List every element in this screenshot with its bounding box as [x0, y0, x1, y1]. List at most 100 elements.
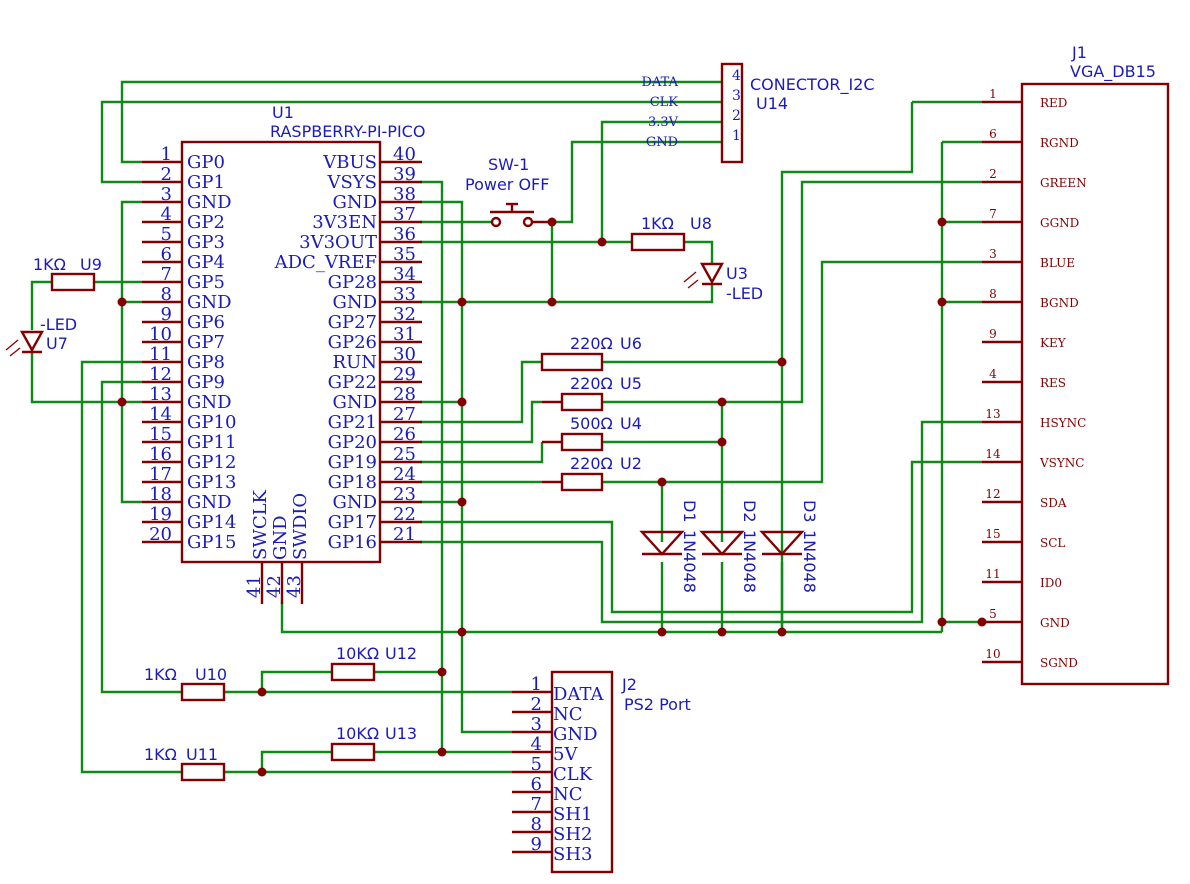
u5-designator: U5: [620, 374, 642, 393]
vga-designator: J1: [1071, 43, 1087, 62]
wire-u12: [260, 670, 332, 692]
pin-name: VBUS: [322, 152, 377, 173]
i2c-pin-number: 1: [732, 128, 741, 144]
pin-name: GP10: [187, 412, 236, 433]
resistor-u6: [540, 352, 604, 372]
diode-d3-triangle: [759, 530, 805, 556]
i2c-pin-label: 3.3V: [648, 115, 679, 130]
ps2-pin-label: SH2: [553, 824, 592, 845]
vga-pin-number: 7: [989, 207, 997, 221]
pin-number: 31: [393, 324, 416, 345]
vga-pin-number: 6: [989, 127, 997, 141]
u3-designator: U3: [726, 264, 748, 283]
ps2-value: PS2 Port: [624, 695, 691, 714]
pin-name: GP16: [328, 532, 377, 553]
u8-value: 1KΩ: [641, 214, 674, 233]
pin-name: GP11: [187, 432, 236, 453]
junction-dot: [547, 297, 557, 307]
ps2-pin-number: 7: [531, 794, 542, 815]
pin-number: 19: [149, 504, 172, 525]
u12-designator: U12: [385, 644, 417, 663]
junction-dot: [437, 747, 447, 757]
wire-gp19: [420, 442, 544, 464]
i2c-body: [720, 62, 744, 164]
pin-name: GP14: [187, 512, 236, 533]
wire-gnd38: [420, 200, 512, 734]
u5-value: 220Ω: [570, 374, 613, 393]
ps2-pin-number: 6: [531, 774, 542, 795]
vga-pin-label: BGND: [1040, 296, 1079, 310]
diodes: D1 1N4048 D2 1N4048 D3 1N4048: [639, 500, 819, 593]
wire-gp8: [80, 360, 182, 774]
junction-dot: [937, 297, 947, 307]
wire-i2c-data: [120, 80, 722, 164]
vga-pin-label: GND: [1040, 616, 1070, 630]
pin-number: 4: [161, 204, 172, 225]
vga-pin-label: KEY: [1040, 336, 1067, 350]
wire-u8-led: [684, 240, 714, 264]
wire-left-gnd: [120, 200, 142, 504]
pico-bottom-pins: SWCLK GND SWDIO 41 42 43: [244, 489, 311, 604]
pico-right-pins: 40VBUS39VSYS38GND373V3EN363V3OUT35ADC_VR…: [274, 144, 422, 553]
pin-number: 16: [149, 444, 172, 465]
pin-name: VSYS: [326, 172, 377, 193]
d1-value: 1N4048: [680, 530, 699, 593]
pin-name: GP3: [187, 232, 225, 253]
wire-gp17: [420, 460, 982, 614]
pin-number: 6: [161, 244, 172, 265]
vga-pin-label: RED: [1040, 96, 1067, 110]
u11-designator: U11: [186, 745, 218, 764]
resistor-u11: [180, 762, 226, 782]
pin-41-num: 41: [244, 575, 265, 598]
resistor-u8: [630, 232, 686, 252]
wire-u13: [260, 750, 332, 772]
pin-name: GP1: [187, 172, 225, 193]
pin-number: 7: [161, 264, 172, 285]
resistors: 1KΩ U8 1KΩ U9 220Ω U6 220Ω U5 500Ω U4 22…: [33, 214, 712, 782]
wire-i2c-3v3: [600, 120, 722, 242]
i2c-name: CONECTOR_I2C: [750, 75, 875, 95]
pin-name: 3V3OUT: [299, 232, 377, 253]
u8-designator: U8: [690, 214, 712, 233]
ps2-pin-label: 5V: [553, 744, 578, 765]
pin-42-name: GND: [270, 515, 291, 560]
pin-name: GP18: [328, 472, 377, 493]
wire-red-vga: [780, 100, 982, 362]
pin-name: GP17: [328, 512, 377, 533]
pin-number: 3: [161, 184, 172, 205]
led-u7: -LED U7: [5, 315, 77, 357]
junction-dot: [777, 357, 787, 367]
pin-number: 10: [149, 324, 172, 345]
wire-u2: [602, 260, 982, 484]
pin-number: 5: [161, 224, 172, 245]
pin-name: GND: [187, 192, 232, 213]
u12-value: 10KΩ: [336, 644, 379, 663]
led-u3-ray: [687, 279, 699, 289]
ps2-pin-number: 8: [531, 814, 542, 835]
pin-number: 11: [149, 344, 172, 365]
diode-d1: D1 1N4048: [639, 500, 699, 593]
ps2-pin-label: NC: [553, 784, 583, 805]
pin-number: 40: [393, 144, 416, 165]
power-switch: SW-1 Power OFF: [465, 155, 552, 228]
ps2-pin-number: 1: [531, 674, 542, 695]
u6-designator: U6: [620, 334, 642, 353]
pin-number: 1: [161, 144, 172, 165]
pin-number: 27: [393, 404, 416, 425]
wire-gp20: [420, 400, 542, 444]
led-u3: U3 -LED: [683, 262, 763, 303]
u11-value: 1KΩ: [144, 745, 177, 764]
pin-name: GND: [187, 392, 232, 413]
resistor-u4: [560, 432, 604, 452]
junctions: [117, 217, 987, 777]
wire-u9-u7: [30, 280, 52, 330]
pin-name: GP6: [187, 312, 225, 333]
pin-number: 18: [149, 484, 172, 505]
pin-number: 33: [393, 284, 416, 305]
junction-dot: [257, 767, 267, 777]
d1-designator: D1: [680, 500, 699, 523]
u10-value: 1KΩ: [144, 665, 177, 684]
